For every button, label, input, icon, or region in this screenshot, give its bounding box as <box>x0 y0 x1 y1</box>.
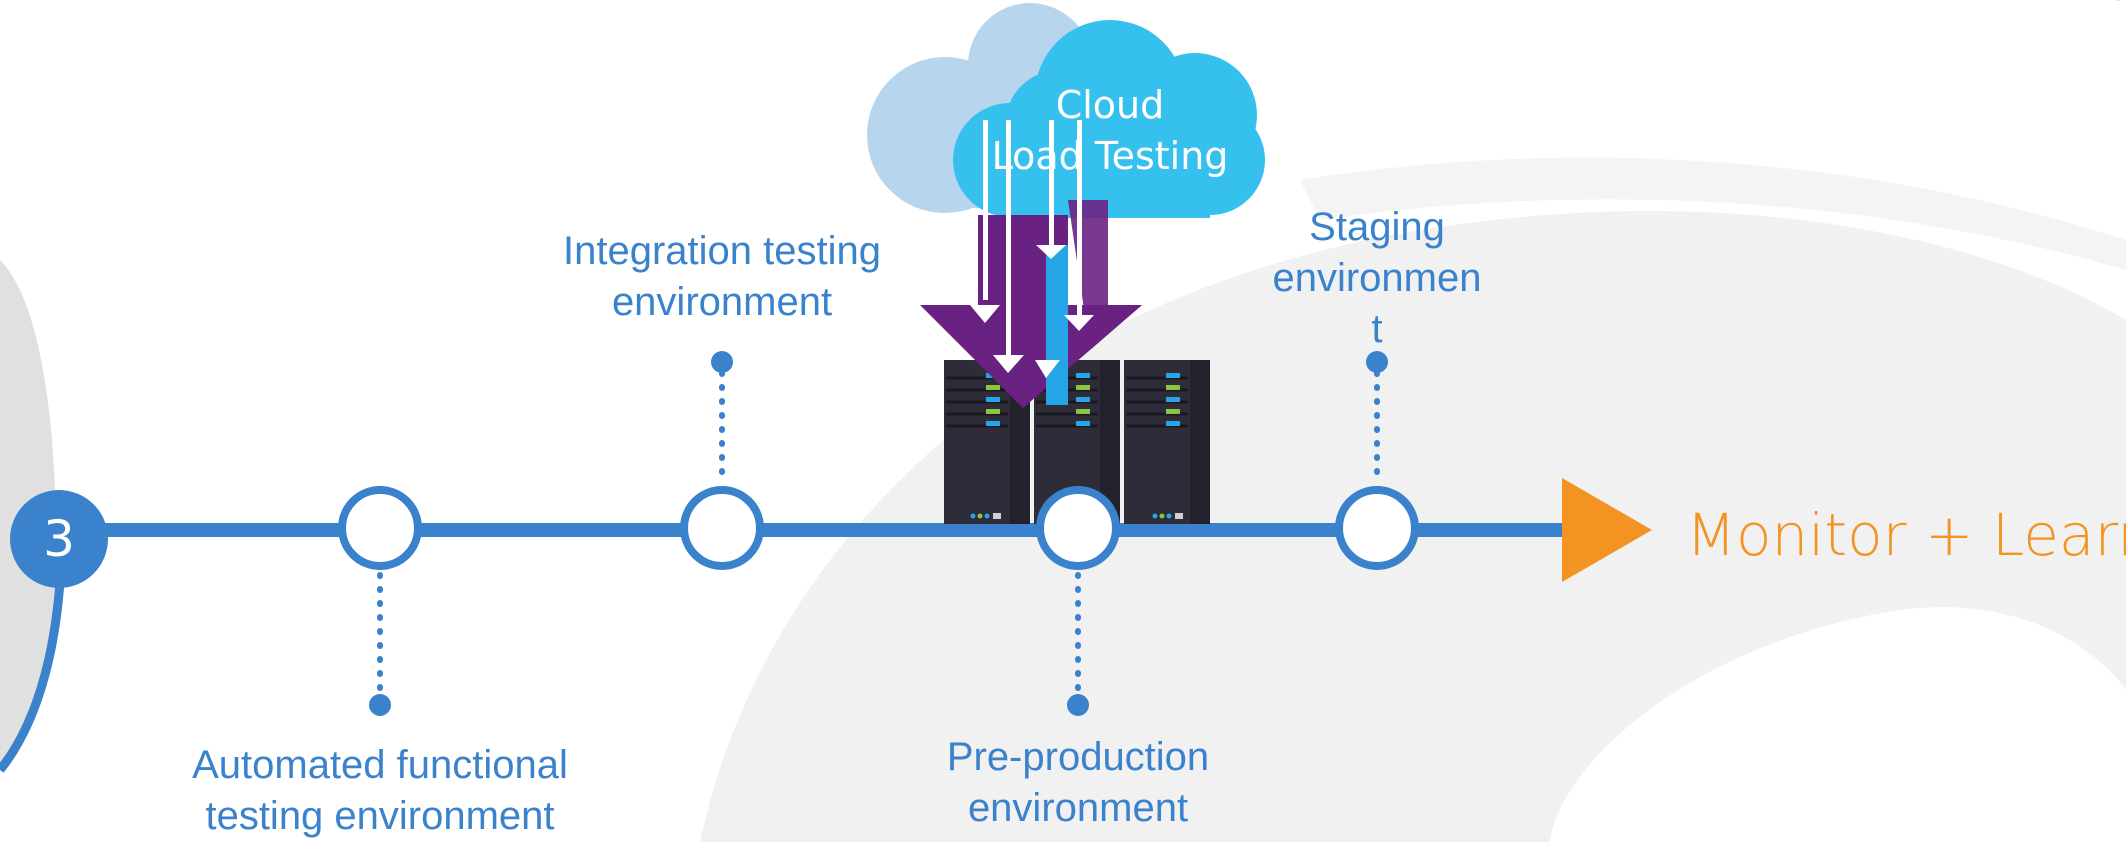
timeline-bar <box>80 523 1580 537</box>
env-automated-line2: testing environment <box>205 794 555 838</box>
monitor-learn-label: Monitor + Learn <box>1686 501 2126 569</box>
load-arrows-icon <box>920 120 1142 408</box>
cloud-load-testing-label: Cloud Load Testing <box>980 80 1240 182</box>
connector-dots <box>369 351 1388 716</box>
env-automated-line1: Automated functional <box>192 743 568 787</box>
play-arrow-icon <box>1562 478 1652 582</box>
env-staging-line3: t <box>1371 307 1383 351</box>
stage-number-badge: 3 <box>10 490 108 588</box>
env-automated-functional: Automated functional testing environment <box>160 740 600 842</box>
env-integration-line2: environment <box>611 280 833 324</box>
corner-mark <box>2116 0 2121 1</box>
env-preprod-line1: Pre-production <box>946 735 1210 779</box>
env-staging-line2: environmen <box>1272 256 1482 300</box>
cloud-label-line2: Load Testing <box>991 134 1229 178</box>
env-staging-line1: Staging <box>1309 205 1445 249</box>
env-integration-line1: Integration testing <box>563 229 881 273</box>
env-staging: Staging environmen t <box>1247 202 1507 355</box>
env-pre-production: Pre-production environment <box>898 732 1258 834</box>
env-integration-testing: Integration testing environment <box>522 226 922 328</box>
env-preprod-line2: environment <box>967 786 1189 830</box>
cloud-label-line1: Cloud <box>1055 83 1165 127</box>
connector-lines <box>377 370 1380 693</box>
milestone-markers <box>338 486 1419 570</box>
